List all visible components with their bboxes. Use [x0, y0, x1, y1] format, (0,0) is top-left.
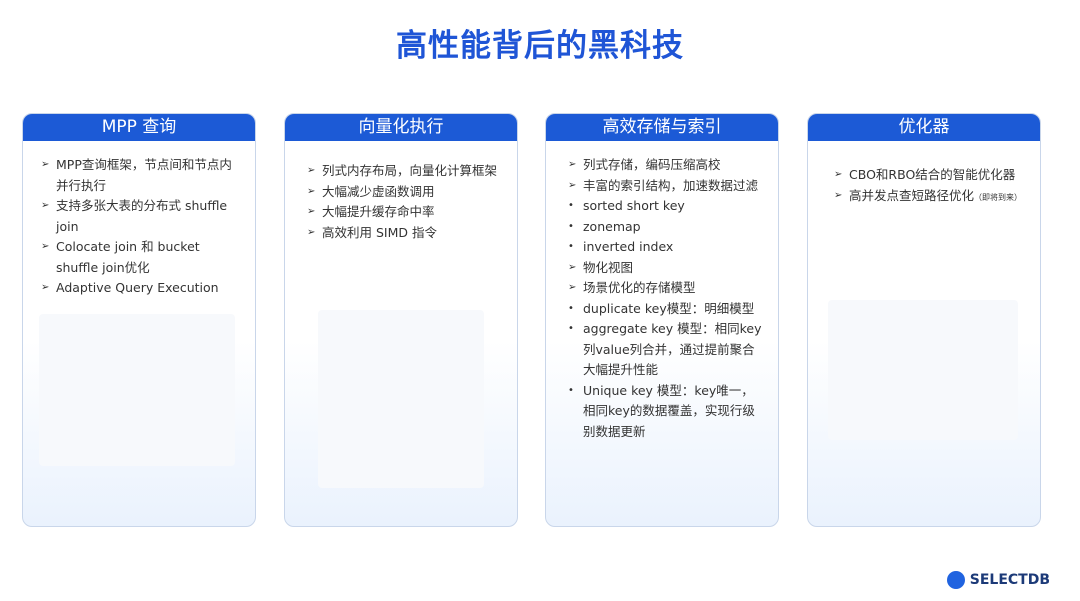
bullet: 高效利用 SIMD 指令: [322, 224, 437, 240]
selectdb-logo-icon: [946, 571, 965, 589]
bullet: 高并发点查短路径优化: [849, 187, 975, 203]
bullet: 场景优化的存储模型: [583, 280, 696, 295]
bullet: zonemap: [583, 218, 641, 234]
vectorized-operator-diagram: [318, 310, 484, 488]
bullet: 列式内存布局，向量化计算框架: [322, 163, 498, 178]
bullet: 大幅减少虚函数调用: [322, 183, 435, 199]
card-header: 向量化执行: [285, 114, 517, 141]
brand-logo: SELECTDB: [946, 571, 1050, 589]
card-header: 高效存储与索引: [546, 114, 778, 141]
card-header: MPP 查询: [23, 114, 255, 141]
bullet: MPP查询框架，节点间和节点内并行执行: [56, 157, 232, 193]
bullet: inverted index: [583, 239, 674, 254]
page-title: 高性能背后的黑科技: [396, 28, 684, 64]
card-vectorized: 向量化执行 ➢列式内存布局，向量化计算框架 ➢大幅减少虚函数调用 ➢大幅提升缓存…: [284, 113, 518, 527]
card-mpp: MPP 查询 ➢MPP查询框架，节点间和节点内并行执行 ➢支持多张大表的分布式 …: [22, 113, 256, 527]
bullet: sorted short key: [583, 198, 685, 213]
bullet: 列式存储，编码压缩高校: [583, 157, 721, 172]
bullet-note: （即将到来）: [974, 192, 1023, 202]
bullet: Colocate join 和 bucket shuffle join优化: [56, 239, 200, 275]
bullet: duplicate key模型：明细模型: [583, 300, 755, 316]
card-optimizer: 优化器 ➢CBO和RBO结合的智能优化器 ➢高并发点查短路径优化（即将到来）: [807, 113, 1041, 527]
bullet: 丰富的索引结构，加速数据过滤: [583, 177, 759, 193]
brand-name: SELECTDB: [969, 572, 1050, 588]
bullet: 物化视图: [583, 259, 634, 275]
bullet: Unique key 模型：key唯一，相同key的数据覆盖，实现行级别数据更新: [583, 382, 755, 439]
card-header: 优化器: [808, 114, 1040, 141]
bullet: aggregate key 模型：相同key列value列合并，通过提前聚合大幅…: [583, 321, 762, 377]
bullet: Adaptive Query Execution: [56, 280, 219, 295]
mpp-architecture-diagram: [39, 314, 235, 466]
optimizer-pipeline-diagram: [828, 300, 1018, 440]
bullet: 大幅提升缓存命中率: [322, 204, 435, 219]
bullet: 支持多张大表的分布式 shuffle join: [56, 198, 228, 234]
bullet: CBO和RBO结合的智能优化器: [849, 167, 1016, 182]
card-storage-index: 高效存储与索引 ➢列式存储，编码压缩高校 ➢丰富的索引结构，加速数据过滤 •so…: [545, 113, 779, 527]
